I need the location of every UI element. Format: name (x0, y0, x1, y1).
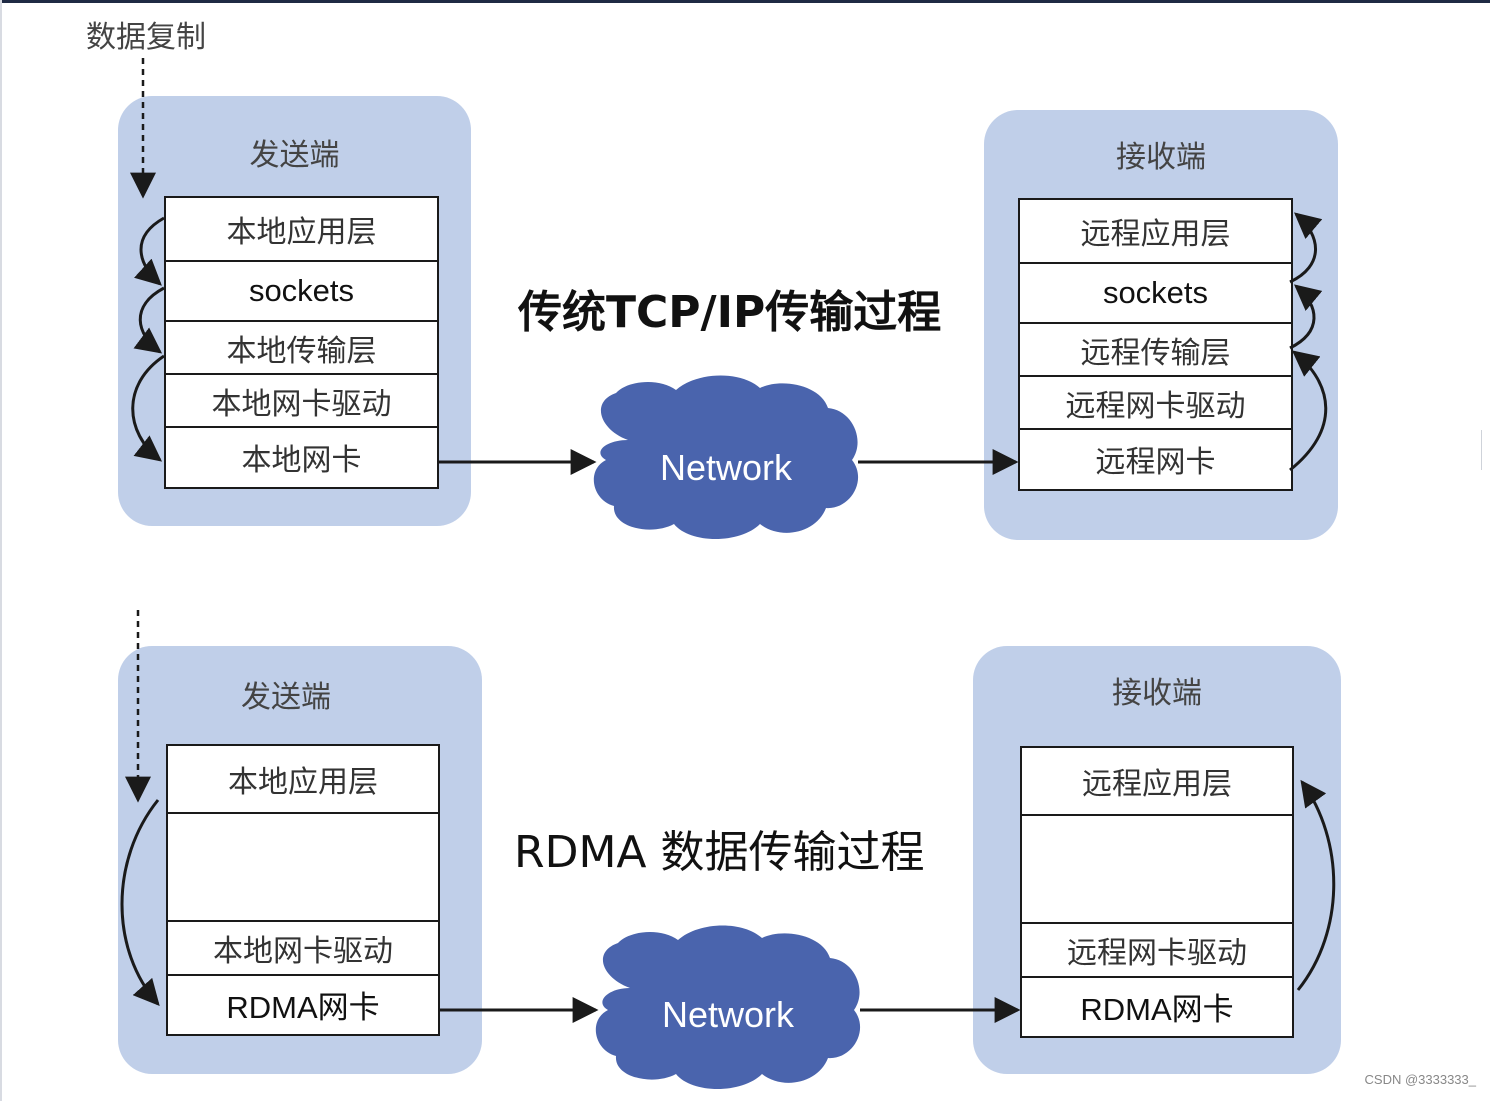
tcp-sender-layer-nic: 本地网卡 (241, 442, 362, 478)
rdma-receiver-layer-nic: RDMA网卡 (1080, 991, 1234, 1027)
tcp-sender-curve-3 (131, 354, 165, 462)
rdma-receiver-curve (1296, 779, 1336, 991)
rdma-sender-layer-driver: 本地网卡驱动 (168, 922, 438, 976)
right-edge-mark (1481, 430, 1482, 470)
tcp-receiver-stack: 远程应用层 sockets 远程传输层 远程网卡驱动 远程网卡 (1018, 198, 1293, 491)
rdma-sender-curve (120, 799, 160, 1006)
tcp-receiver-layer-driver: 远程网卡驱动 (1020, 377, 1291, 430)
rdma-receiver-title: 接收端 (1112, 676, 1202, 711)
tcp-sender-layer-transport: 本地传输层 (166, 322, 437, 375)
tcp-sender-layer-driver: 本地网卡驱动 (166, 375, 437, 428)
watermark: CSDN @3333333_ (1364, 1072, 1476, 1087)
tcp-sender-stack: 本地应用层 sockets 本地传输层 本地网卡驱动 本地网卡 (164, 196, 439, 489)
tcp-sender-title: 发送端 (249, 138, 340, 173)
tcp-receiver-curve-1 (1289, 350, 1328, 472)
tcp-sender-curve-1 (133, 216, 165, 286)
tcp-sender-layer-app: 本地应用层 (166, 198, 437, 262)
tcp-receiver-layer-transport: 远程传输层 (1020, 324, 1291, 377)
tcp-receiver-layer-app: 远程应用层 (1020, 200, 1291, 264)
tcp-receiver-layer-nic: 远程网卡 (1095, 444, 1216, 480)
rdma-network-label: Network (662, 994, 795, 1035)
tcp-sender-layer-sockets: sockets (166, 262, 437, 322)
tcp-network-cloud (593, 375, 859, 539)
rdma-network-cloud (595, 925, 861, 1089)
rdma-receiver-layer-app: 远程应用层 (1022, 748, 1292, 816)
rdma-receiver-layer-bypass (1022, 816, 1292, 924)
rdma-sender-layer-bypass (168, 814, 438, 922)
top-border (0, 0, 1490, 3)
rdma-sender-layer-app: 本地应用层 (168, 746, 438, 814)
tcp-sender-curve-2 (133, 286, 165, 354)
rdma-sender-layer-nic: RDMA网卡 (226, 989, 380, 1025)
rdma-receiver-stack: 远程应用层 远程网卡驱动 RDMA网卡 (1020, 746, 1294, 1038)
left-border (0, 0, 2, 1101)
tcp-receiver-curve-2 (1289, 284, 1323, 350)
tcp-receiver-curve-3 (1289, 212, 1323, 284)
data-copy-label: 数据复制 (86, 20, 206, 55)
tcp-receiver-layer-sockets: sockets (1020, 264, 1291, 324)
rdma-receiver-layer-driver: 远程网卡驱动 (1022, 924, 1292, 978)
tcp-receiver-title: 接收端 (1116, 140, 1206, 175)
rdma-title: RDMA 数据传输过程 (514, 827, 925, 878)
tcp-title: 传统TCP/IP传输过程 (518, 287, 942, 338)
tcp-network-label: Network (660, 447, 793, 488)
rdma-sender-title: 发送端 (241, 680, 331, 715)
rdma-sender-stack: 本地应用层 本地网卡驱动 RDMA网卡 (166, 744, 440, 1036)
